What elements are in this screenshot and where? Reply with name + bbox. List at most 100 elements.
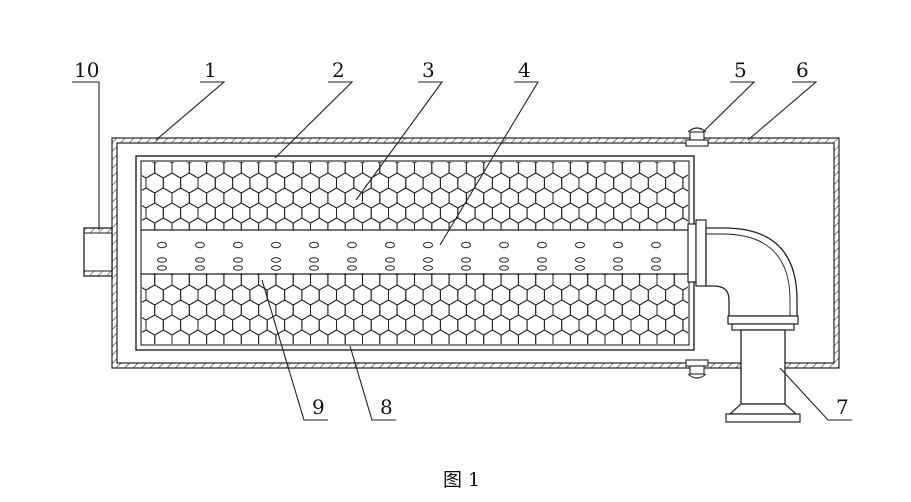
leader-2 bbox=[274, 81, 354, 159]
perforation-hole bbox=[499, 265, 509, 271]
leader-10 bbox=[72, 81, 100, 230]
callout-8: 8 bbox=[380, 395, 393, 419]
perforation-hole bbox=[233, 265, 243, 271]
honeycomb-media-upper bbox=[142, 162, 688, 230]
honeycomb-cell bbox=[396, 329, 415, 344]
perforation-hole bbox=[385, 265, 395, 271]
honeycomb-cell bbox=[431, 329, 450, 344]
perforation-hole bbox=[195, 257, 205, 263]
honeycomb-cell bbox=[240, 329, 260, 344]
honeycomb-cell bbox=[258, 217, 277, 230]
perforation-hole bbox=[271, 257, 281, 263]
honeycomb-cell bbox=[362, 329, 381, 344]
fastener-bottom bbox=[685, 359, 709, 379]
honeycomb-cell bbox=[552, 217, 571, 230]
perforation-hole bbox=[195, 265, 205, 271]
honeycomb-cell bbox=[639, 329, 658, 344]
honeycomb-cell bbox=[327, 329, 346, 344]
honeycomb-cell bbox=[171, 217, 190, 230]
filter-cartridge bbox=[135, 155, 695, 351]
honeycomb-cell bbox=[535, 329, 554, 344]
perforation-hole bbox=[347, 257, 357, 263]
callout-9: 9 bbox=[312, 395, 325, 419]
callout-6: 6 bbox=[796, 58, 809, 82]
honeycomb-cell bbox=[587, 217, 606, 230]
perforation-hole bbox=[309, 265, 319, 271]
callout-1: 1 bbox=[204, 58, 217, 82]
honeycomb-cell bbox=[465, 329, 485, 344]
honeycomb-cell bbox=[206, 217, 225, 230]
outlet-elbow bbox=[687, 219, 798, 317]
perforation-hole bbox=[423, 241, 433, 249]
honeycomb-cell bbox=[188, 329, 208, 344]
perforation-hole bbox=[613, 257, 623, 263]
honeycomb-cell bbox=[154, 217, 173, 230]
honeycomb-cell bbox=[621, 329, 641, 344]
callout-5: 5 bbox=[734, 58, 747, 82]
honeycomb-cell bbox=[292, 329, 311, 344]
leader-5 bbox=[702, 81, 756, 133]
honeycomb-cell bbox=[483, 329, 502, 344]
leader-lines bbox=[72, 81, 852, 421]
perforation-hole bbox=[347, 265, 357, 271]
perforation-hole bbox=[575, 241, 585, 249]
callout-3: 3 bbox=[422, 58, 435, 82]
perforation-hole bbox=[537, 265, 547, 271]
perforation-hole bbox=[461, 265, 471, 271]
honeycomb-cell bbox=[673, 329, 688, 344]
leader-9 bbox=[261, 279, 328, 421]
callout-2: 2 bbox=[332, 58, 345, 82]
honeycomb-cell bbox=[327, 217, 346, 230]
callout-7: 7 bbox=[836, 395, 849, 419]
perforation-hole bbox=[271, 265, 281, 271]
honeycomb-cell bbox=[275, 217, 294, 230]
perforation-hole bbox=[651, 241, 661, 249]
honeycomb-media-lower bbox=[142, 274, 688, 344]
honeycomb-cell bbox=[292, 217, 311, 230]
honeycomb-cell bbox=[310, 329, 329, 344]
perforation-hole bbox=[157, 265, 167, 271]
honeycomb-cell bbox=[344, 217, 363, 230]
honeycomb-cell bbox=[414, 329, 433, 344]
honeycomb-cell bbox=[154, 329, 173, 344]
perforation-hole bbox=[575, 265, 585, 271]
honeycomb-cell bbox=[275, 329, 294, 344]
honeycomb-cell bbox=[517, 217, 537, 230]
honeycomb-cell bbox=[188, 217, 208, 230]
perforation-hole bbox=[537, 257, 547, 263]
perforated-tube bbox=[157, 241, 661, 271]
perforation-hole bbox=[499, 241, 509, 249]
honeycomb-cell bbox=[587, 329, 606, 344]
honeycomb-cell bbox=[535, 217, 554, 230]
honeycomb-cell bbox=[448, 329, 467, 344]
perforation-hole bbox=[537, 241, 547, 249]
honeycomb-cell bbox=[569, 329, 589, 344]
honeycomb-cell bbox=[223, 329, 242, 344]
honeycomb-cell bbox=[431, 217, 450, 230]
honeycomb-cell bbox=[310, 217, 329, 230]
honeycomb-cell bbox=[673, 217, 688, 230]
callout-4: 4 bbox=[518, 58, 531, 82]
honeycomb-cell bbox=[656, 217, 675, 230]
honeycomb-cell bbox=[552, 329, 571, 344]
perforation-hole bbox=[613, 265, 623, 271]
perforation-hole bbox=[157, 257, 167, 263]
honeycomb-cell bbox=[396, 217, 415, 230]
perforation-hole bbox=[651, 265, 661, 271]
perforation-hole bbox=[461, 241, 471, 249]
callout-10: 10 bbox=[74, 58, 99, 82]
honeycomb-cell bbox=[379, 329, 398, 344]
honeycomb-cell bbox=[240, 217, 260, 230]
honeycomb-cell bbox=[500, 329, 519, 344]
leader-1 bbox=[155, 81, 226, 141]
perforation-hole bbox=[461, 257, 471, 263]
honeycomb-cell bbox=[344, 329, 363, 344]
outlet-pipe bbox=[725, 315, 801, 423]
honeycomb-cell bbox=[517, 329, 537, 344]
leader-6 bbox=[747, 81, 818, 141]
figure-caption: 图 1 bbox=[443, 469, 480, 491]
perforation-hole bbox=[385, 257, 395, 263]
honeycomb-cell bbox=[639, 217, 658, 230]
honeycomb-cell bbox=[500, 217, 519, 230]
